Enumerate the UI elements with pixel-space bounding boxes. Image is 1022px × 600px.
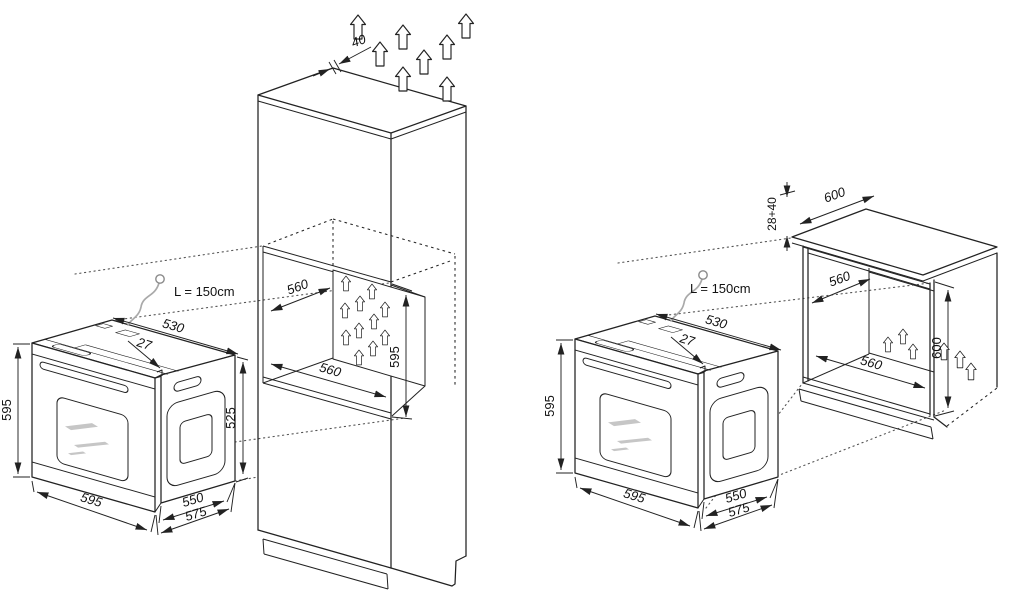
oven-body-height-dim xyxy=(235,356,249,483)
rear-vent-arrows-right xyxy=(938,342,977,381)
dim-label-oven-total-depth: 575 xyxy=(726,499,752,520)
dim-label-niche-height: 595 xyxy=(387,346,402,368)
cable-length-label: L = 150cm xyxy=(690,281,751,296)
oven-drawing xyxy=(13,275,238,535)
dim-label-oven-body-depth: 550 xyxy=(180,489,206,510)
dim-label-oven-width: 595 xyxy=(622,485,648,506)
oven-drawing xyxy=(556,271,781,531)
dim-label-oven-top-inset: 27 xyxy=(134,334,154,353)
worktop-dimension-lines xyxy=(779,182,875,251)
vent-arrow-icon xyxy=(897,328,909,345)
dim-label-oven-width: 595 xyxy=(79,489,105,510)
vent-arrow-icon xyxy=(965,362,977,381)
left-scene-labels: 595 530 27 L = 150cm 525 595 550 575 40 … xyxy=(0,31,402,524)
dim-label-oven-top-inset: 27 xyxy=(677,330,697,349)
dim-label-oven-height: 595 xyxy=(542,395,557,417)
dim-label-niche-width: 560 xyxy=(318,359,344,380)
vent-arrow-icon xyxy=(438,76,456,102)
right-scene-labels: 595 530 27 L = 150cm 595 550 575 28+40 6… xyxy=(542,184,944,520)
vent-arrow-icon xyxy=(371,41,389,67)
dim-label-oven-total-depth: 575 xyxy=(183,503,209,524)
projection-lines-left xyxy=(74,245,406,482)
dim-label-worktop-rear-gap: 28+40 xyxy=(765,197,779,231)
niche-dimension-lines xyxy=(270,283,413,420)
base-cabinet xyxy=(791,208,998,440)
vent-arrow-icon xyxy=(882,336,894,353)
vent-arrow-icon xyxy=(457,13,475,39)
dim-label-oven-top-depth: 530 xyxy=(161,315,187,336)
dim-label-oven-body-height: 525 xyxy=(223,407,238,429)
vent-arrow-icon xyxy=(415,49,433,75)
column-installation-scene: 595 530 27 L = 150cm 525 595 550 575 40 … xyxy=(0,13,475,590)
dim-label-niche-width: 560 xyxy=(859,352,885,373)
dim-label-cabinet-top-gap: 40 xyxy=(349,31,368,50)
undercounter-installation-scene: 595 530 27 L = 150cm 595 550 575 28+40 6… xyxy=(542,182,998,531)
top-vent-gap-dim xyxy=(312,46,372,77)
dim-label-worktop-depth: 600 xyxy=(822,184,848,206)
cable-length-label: L = 150cm xyxy=(174,284,235,299)
dim-label-oven-body-depth: 550 xyxy=(723,485,749,506)
vent-arrow-icon xyxy=(954,350,966,369)
dim-label-oven-height: 595 xyxy=(0,399,14,421)
vent-arrow-icon xyxy=(907,343,919,360)
vent-arrow-icon xyxy=(394,24,412,50)
dim-label-oven-top-depth: 530 xyxy=(704,311,730,332)
niche-vent-arrows-right xyxy=(882,328,919,360)
vent-arrow-icon xyxy=(438,34,456,60)
dim-label-niche-depth: 560 xyxy=(827,268,853,290)
tall-cabinet xyxy=(257,67,467,590)
dim-label-niche-height: 600 xyxy=(929,337,944,359)
dim-label-niche-depth: 560 xyxy=(285,276,311,298)
